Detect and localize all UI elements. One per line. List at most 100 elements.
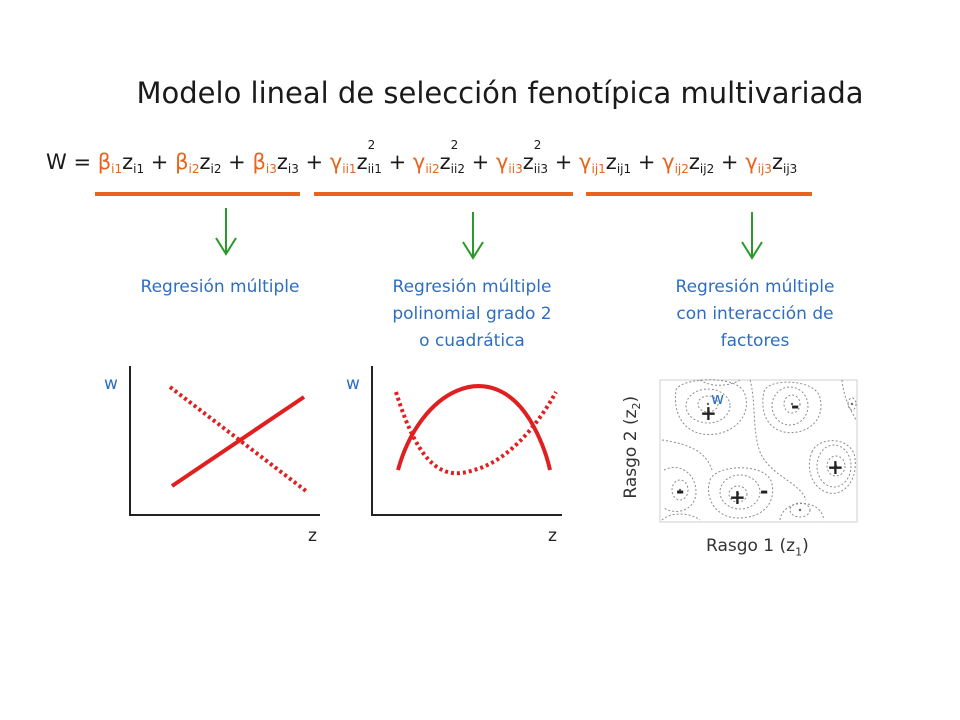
equation-term: γij3zij3 (745, 150, 797, 176)
coefficient-subscript: i2 (188, 162, 200, 176)
coefficient-symbol: γ (495, 150, 509, 174)
coefficient-subscript: ij2 (674, 162, 689, 176)
rasgo-1-text: Rasgo 1 (z (706, 536, 796, 556)
quadratic-label-line-2: polinomial grado 2 (392, 304, 552, 324)
interaction-regression-label: Regresión múltiple con interacción de fa… (645, 274, 865, 355)
variable-superscript: 2 (367, 138, 376, 152)
page-title: Modelo lineal de selección fenotípica mu… (136, 76, 864, 110)
term-variable: z (199, 150, 211, 174)
term-variable: z (439, 150, 451, 174)
equation-plus: + (637, 150, 656, 174)
quadratic-regression-label: Regresión múltiple polinomial grado 2 o … (372, 274, 572, 355)
coefficient-symbol: γ (579, 150, 592, 174)
coefficient-symbol: γ (412, 150, 426, 174)
contour-plot-frame (659, 379, 858, 523)
interaction-label-line-3: factores (720, 331, 790, 351)
linear-plot (129, 366, 320, 516)
interaction-contour-plot (659, 379, 858, 523)
coefficient-subscript: ij1 (591, 162, 606, 176)
equation-plus: + (305, 150, 324, 174)
quadratic-label-line-1: Regresión múltiple (392, 277, 552, 297)
equation-plus: + (720, 150, 739, 174)
coefficient-subscript: ij3 (757, 162, 772, 176)
rasgo-1-sub: 1 (795, 545, 803, 559)
coefficient-symbol: β (175, 150, 189, 174)
quadratic-label-line-3: o cuadrática (419, 331, 525, 351)
rasgo-2-axis-label: Rasgo 2 (z2) (621, 389, 643, 505)
peak-sign-plus-1: + (700, 401, 717, 425)
equation-plus: + (228, 150, 246, 174)
variable-subscript: i2 (210, 162, 222, 176)
variable-subscript: ii1 (367, 162, 382, 176)
valley-sign-minus-1: - (791, 394, 800, 418)
arrow-quadratic-icon (462, 212, 484, 260)
term-variable: z (688, 150, 700, 174)
coefficient-subscript: ii3 (508, 162, 523, 176)
term-coefficient: γii2 (412, 150, 440, 176)
peak-sign-plus-3: + (729, 485, 746, 509)
coefficient-symbol: γ (745, 150, 758, 174)
variable-superscript: 2 (533, 138, 542, 152)
coefficient-subscript: i1 (111, 162, 123, 176)
arrow-linear-icon (215, 208, 237, 256)
quadratic-concave-curve (396, 384, 552, 471)
coefficient-subscript: ii2 (425, 162, 440, 176)
rasgo-2-close: ) (620, 395, 641, 403)
equation-term: γij1zij1 (579, 150, 632, 176)
quadratic-x-axis-label: z (548, 526, 557, 546)
linear-regression-label: Regresión múltiple (140, 277, 300, 297)
quadratic-plot (371, 366, 562, 516)
coefficient-subscript: i3 (265, 162, 277, 176)
variable-subscript: ij1 (616, 162, 632, 176)
rasgo-2-sub: 2 (630, 402, 644, 410)
term-coefficient: βi2 (175, 150, 200, 176)
arrow-interaction-icon (741, 212, 763, 260)
term-coefficient: γij2 (662, 150, 689, 176)
interaction-label-line-1: Regresión múltiple (675, 277, 835, 297)
equation-plus: + (554, 150, 573, 174)
linear-positive-line (170, 395, 306, 488)
term-coefficient: βi3 (252, 150, 277, 176)
variable-subscript: i1 (133, 162, 145, 176)
term-variable: z (522, 150, 534, 174)
interaction-w-label: w (711, 389, 725, 408)
term-variable: z (356, 150, 368, 174)
coefficient-symbol: β (97, 150, 112, 174)
term-coefficient: γij3 (745, 150, 772, 176)
term-variable: z (276, 150, 288, 174)
variable-subscript: i3 (287, 162, 299, 176)
linear-plot-axes (129, 366, 320, 516)
coefficient-symbol: β (252, 150, 266, 174)
coefficient-symbol: γ (329, 150, 343, 174)
equation-lhs: W = (46, 150, 92, 174)
interaction-label-line-2: con interacción de (676, 304, 834, 324)
coefficient-subscript: ii1 (342, 162, 357, 176)
equation-plus: + (388, 150, 407, 174)
variable-subscript: ii2 (450, 162, 465, 176)
rasgo-2-text: Rasgo 2 (z (620, 409, 641, 499)
linear-x-axis-label: z (308, 526, 317, 546)
term-variable: z (605, 150, 617, 174)
equation-term: βi1zi1 (97, 150, 145, 176)
term-coefficient: γii1 (329, 150, 357, 176)
quadratic-convex-dashed-curve (394, 391, 558, 476)
equation-term: βi2zi2 (175, 150, 222, 176)
term-coefficient: γij1 (579, 150, 606, 176)
equation-term: γij2zij2 (662, 150, 715, 176)
variable-subscript: ij2 (699, 162, 715, 176)
term-variable: z (771, 150, 783, 174)
term-variable: z (122, 150, 134, 174)
term-coefficient: βi1 (97, 150, 123, 176)
variable-subscript: ii3 (533, 162, 549, 176)
equation-plus: + (471, 150, 490, 174)
valley-sign-minus-3: - (760, 479, 769, 503)
variable-superscript: 2 (450, 138, 459, 152)
equation-term: βi3zi3 (252, 150, 299, 176)
rasgo-1-close: ) (802, 536, 809, 556)
equation-plus: + (150, 150, 169, 174)
